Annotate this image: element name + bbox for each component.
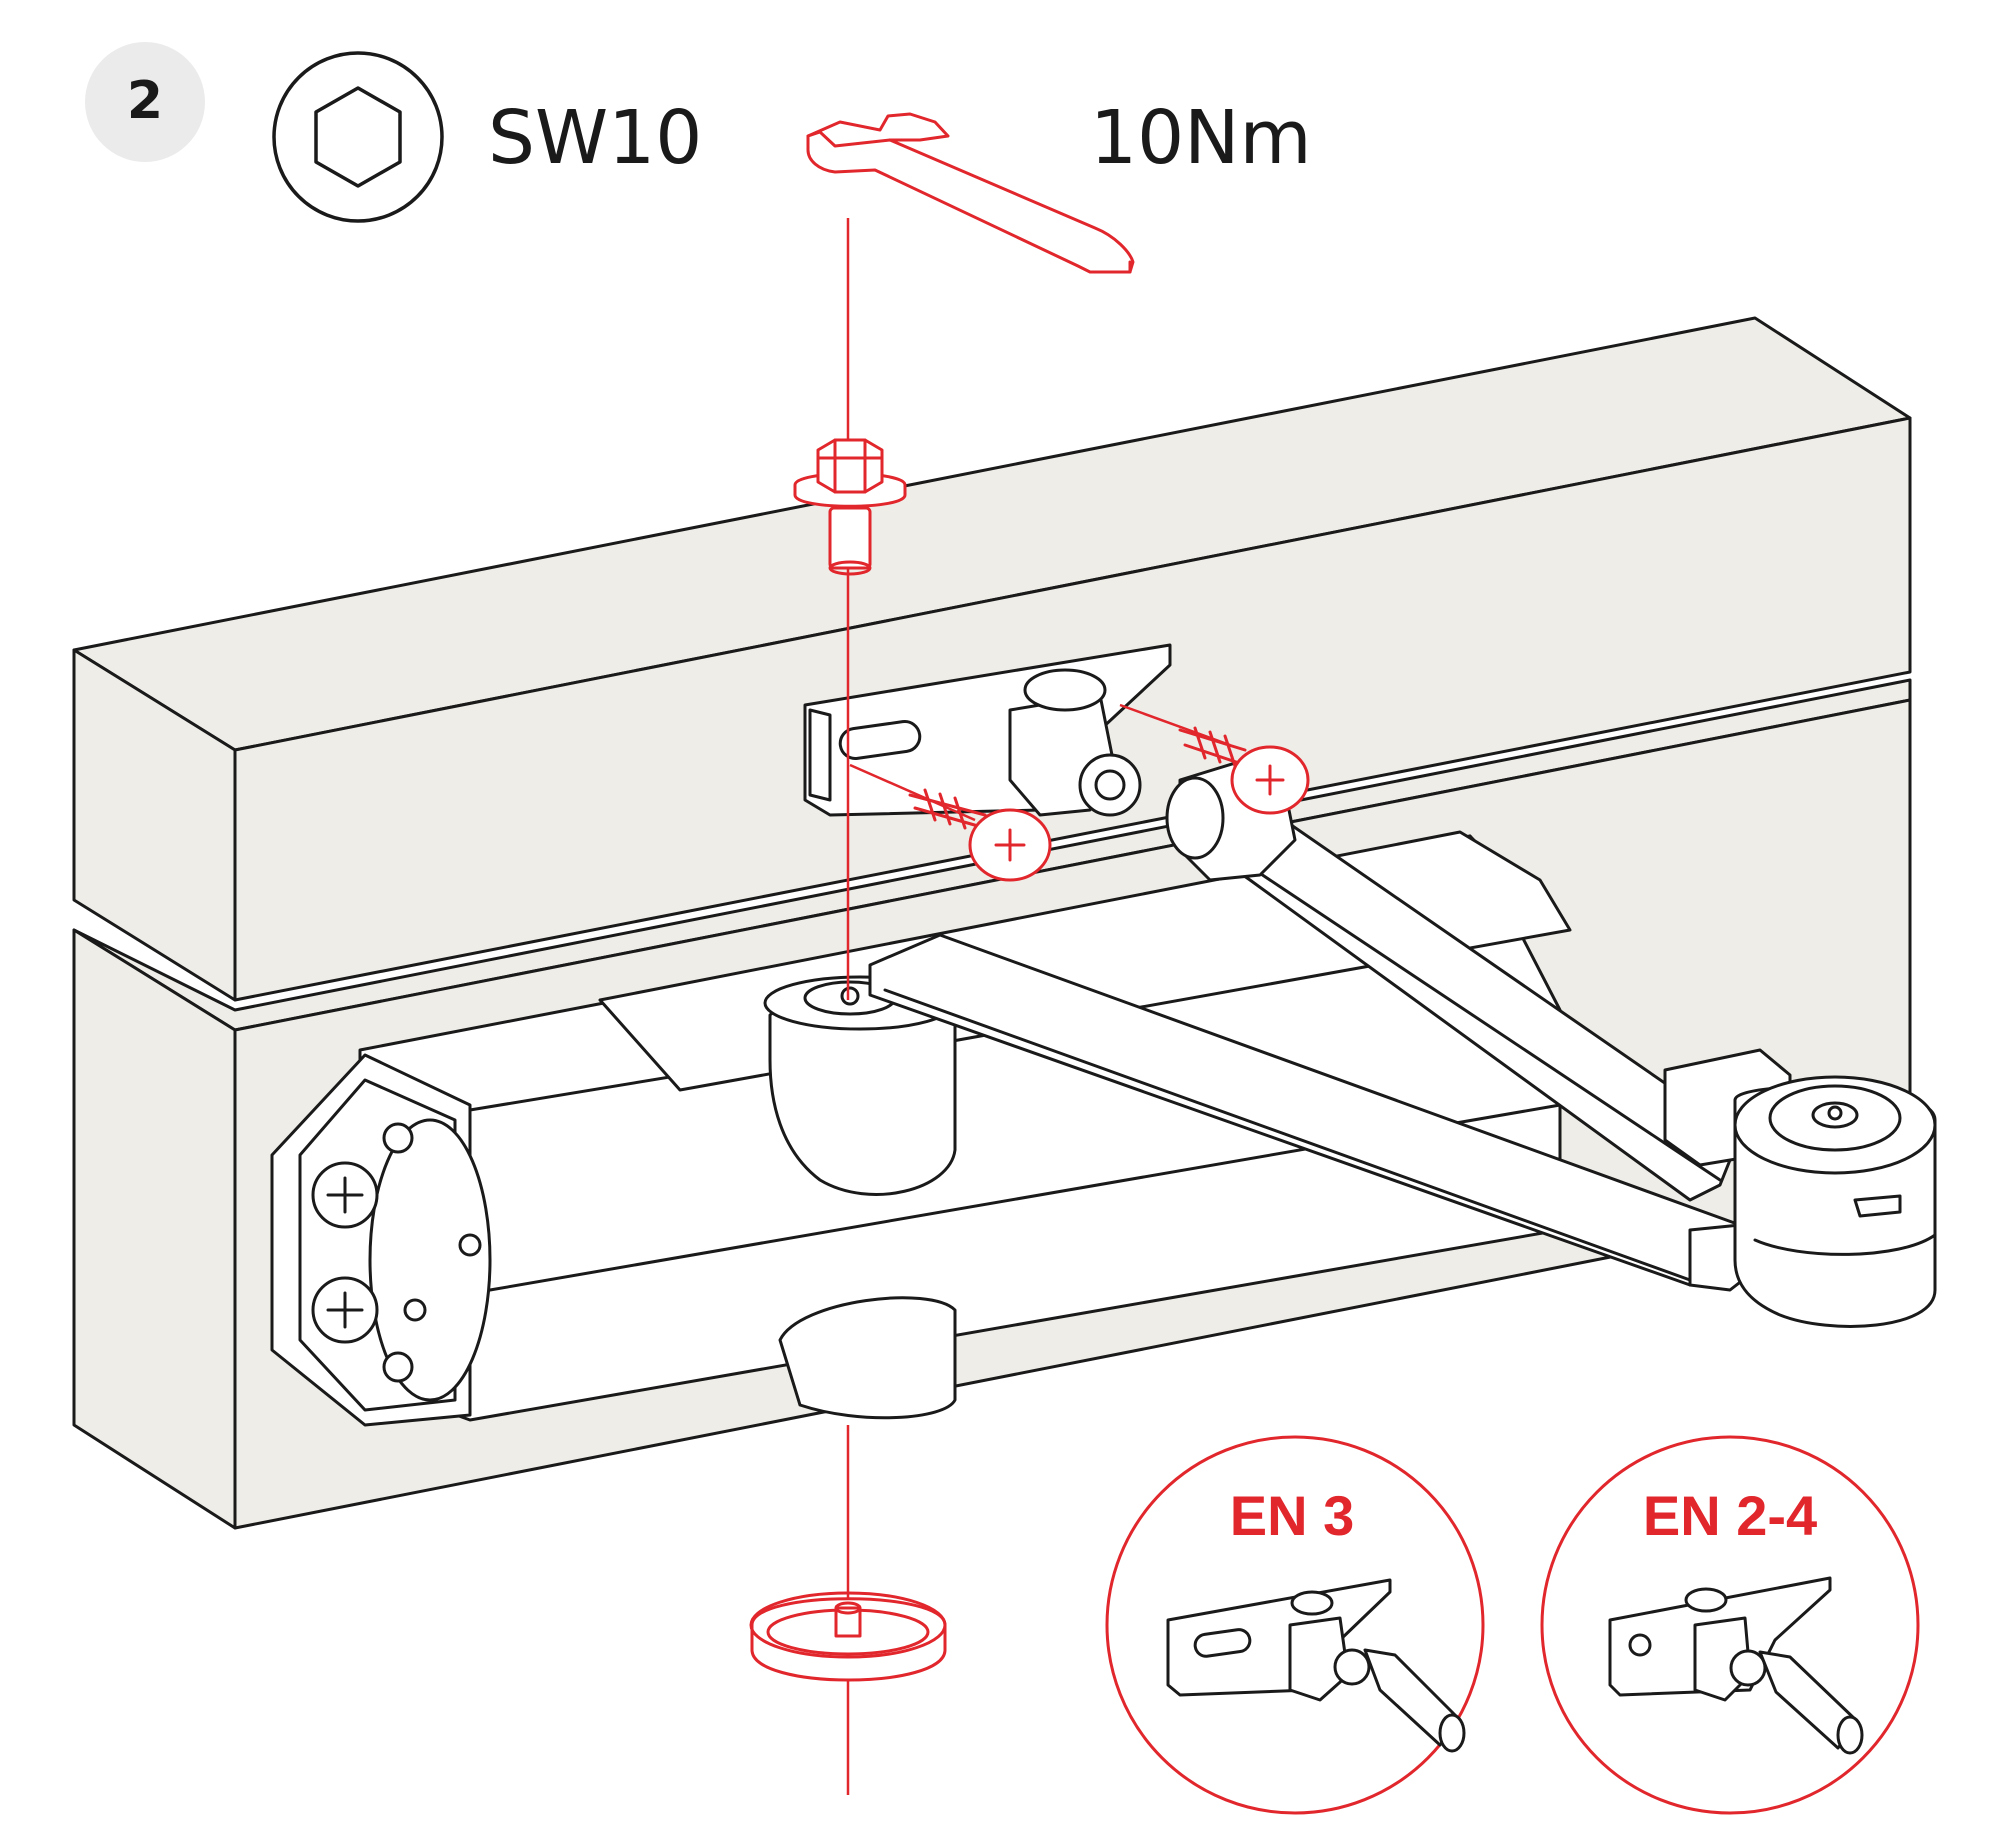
door-closer-arm-main xyxy=(868,933,1777,1292)
step-number: 2 xyxy=(127,71,163,131)
bracket-screw-left xyxy=(908,788,1052,882)
wrench-icon xyxy=(806,112,1135,274)
step-badge: 2 xyxy=(85,42,205,162)
tool-size-label: SW10 xyxy=(488,95,702,181)
detail-en2-4-label: EN 2-4 xyxy=(1643,1484,1817,1547)
detail-en3: EN 3 xyxy=(1105,1435,1485,1815)
detail-en3-label: EN 3 xyxy=(1230,1484,1355,1547)
screw-guide-right xyxy=(1119,703,1231,747)
torque-value-label: 10Nm xyxy=(1090,95,1312,181)
screw-guide-left xyxy=(849,763,976,822)
bracket-screw-right xyxy=(1178,726,1310,815)
hex-bolt-icon xyxy=(793,438,907,576)
detail-en2-4: EN 2-4 xyxy=(1540,1435,1920,1815)
arm-shoe xyxy=(1663,1048,1937,1328)
cover-cap-icon xyxy=(749,1591,947,1682)
endcap-screw-bottom xyxy=(311,1276,379,1344)
door-closer-body xyxy=(270,830,1572,1427)
arm-bracket xyxy=(803,643,1172,817)
hex-socket-icon xyxy=(272,51,444,223)
endcap-screw-top xyxy=(311,1161,379,1229)
